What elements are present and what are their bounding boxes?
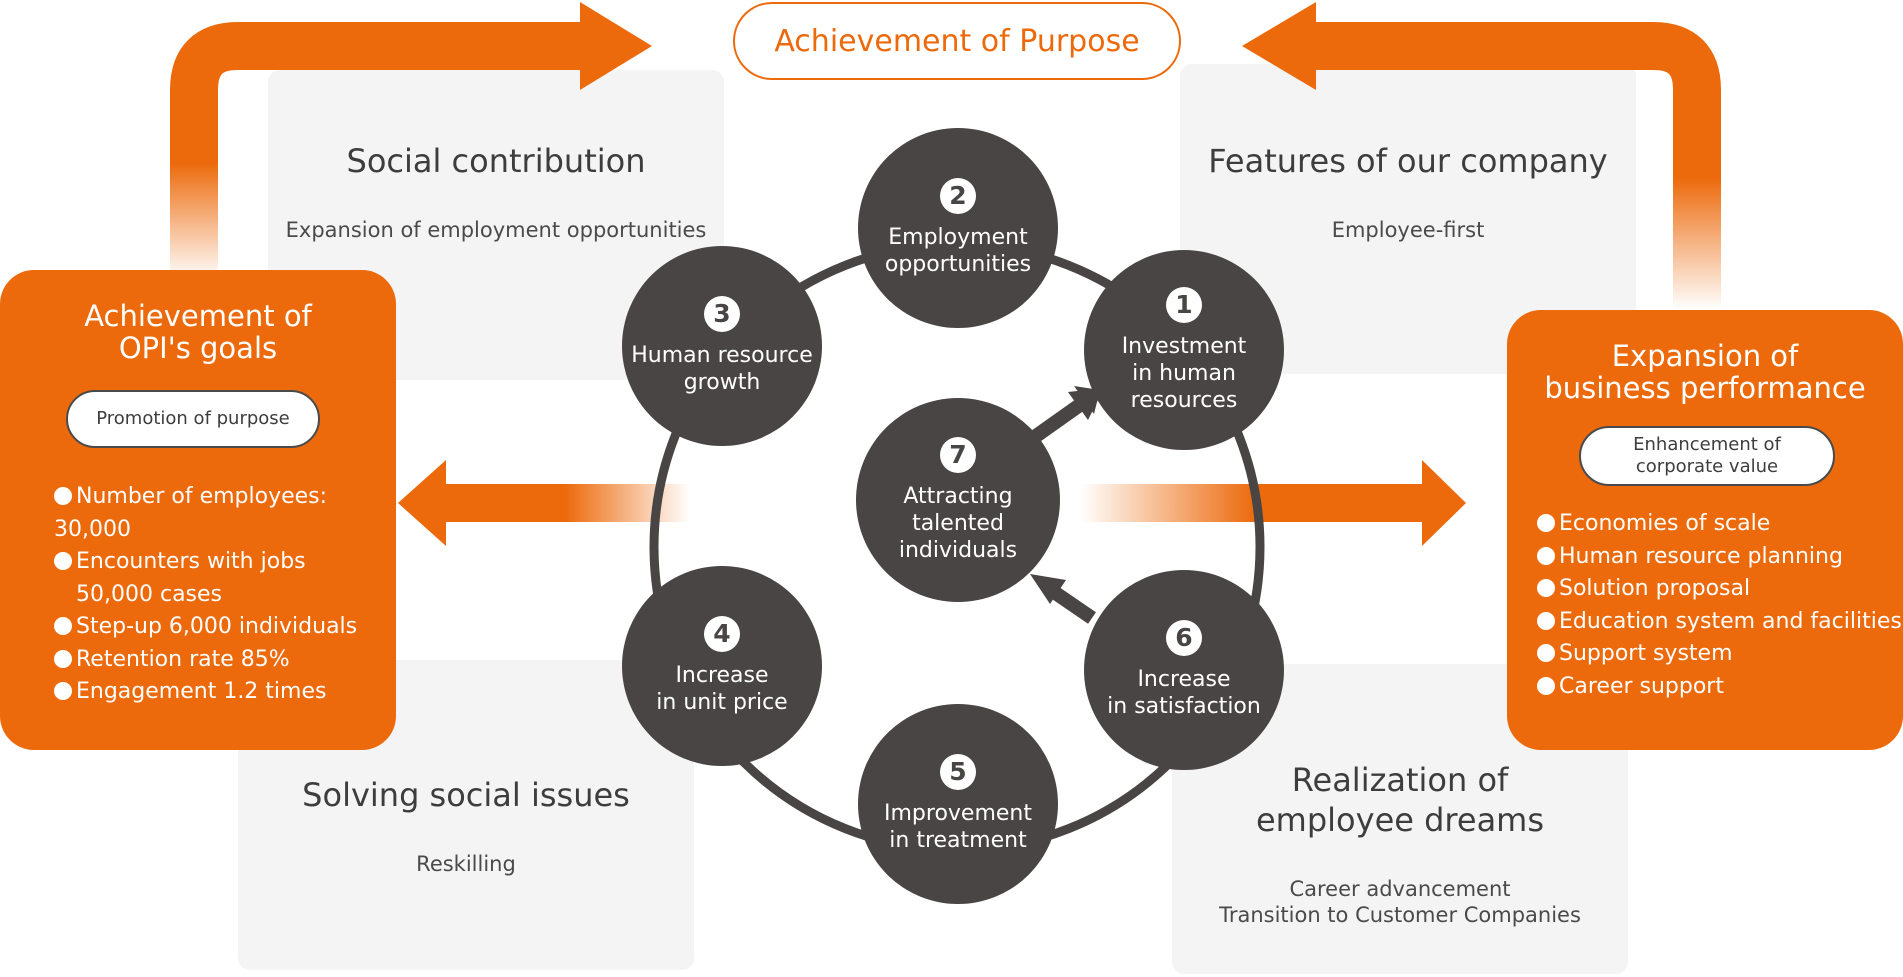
cycle-node-6: 6 Increase in satisfaction [1084, 570, 1284, 770]
social-issues-title: Solving social issues [302, 776, 630, 814]
node-label-1: Investment in human resources [1121, 333, 1247, 413]
right-panel-list: Economies of scale Human resource planni… [1537, 508, 1902, 703]
node-number-7: 7 [940, 436, 976, 473]
list-item: 50,000 cases [76, 581, 223, 607]
right-panel-pill: Enhancement of corporate value [1579, 426, 1835, 486]
cycle-node-1: 1 Investment in human resources [1084, 250, 1284, 450]
list-item: Number of employees: [54, 481, 357, 514]
arrow-middle-right-icon [1080, 460, 1466, 546]
left-panel-title: Achievement of OPI's goals [84, 299, 312, 365]
social-contribution-title: Social contribution [346, 142, 646, 180]
node-label-4: Increase in unit price [656, 663, 788, 715]
employee-dreams-subtitle: Career advancement Transition to Custome… [1219, 877, 1581, 927]
list-item: Encounters with jobs [54, 546, 357, 579]
social-contribution-subtitle: Expansion of employment opportunities [285, 218, 707, 242]
list-item: Career support [1537, 671, 1902, 704]
cycle-node-7: 7 Attracting talented individuals [856, 398, 1060, 602]
list-item: Support system [1537, 638, 1902, 671]
right-performance-panel: Expansion of business performance Enhanc… [1507, 310, 1903, 750]
list-item: 30,000 [54, 516, 131, 542]
bullet-icon [54, 649, 72, 668]
cycle-node-4: 4 Increase in unit price [622, 566, 822, 766]
company-features-title: Features of our company [1208, 142, 1608, 180]
right-panel-title: Expansion of business performance [1544, 339, 1866, 405]
node-number-2: 2 [940, 178, 976, 214]
cycle-node-2: 2 Employment opportunities [858, 128, 1058, 328]
node-label-2: Employment opportunities [884, 225, 1032, 277]
node-number-6: 6 [1166, 620, 1202, 656]
left-panel-list: Number of employees: 30,000 Encounters w… [54, 481, 357, 709]
bullet-icon [1537, 611, 1555, 630]
arrow-top-right-icon [1242, 2, 1721, 310]
social-issues-subtitle: Reskilling [416, 852, 516, 876]
bullet-icon [54, 682, 72, 700]
list-item: Retention rate 85% [54, 644, 357, 677]
left-panel-pill: Promotion of purpose [66, 390, 320, 448]
bullet-icon [54, 617, 72, 635]
bullet-icon [1537, 644, 1555, 662]
node-label-6: Increase in satisfaction [1107, 667, 1261, 719]
list-item: Engagement 1.2 times [54, 676, 357, 709]
bullet-icon [1537, 514, 1555, 532]
list-item: Economies of scale [1537, 508, 1902, 541]
node-number-1: 1 [1166, 286, 1202, 323]
list-item: Human resource planning [1537, 541, 1902, 574]
node-label-7: Attracting talented individuals [898, 483, 1018, 563]
achievement-of-purpose-pill: Achievement of Purpose [733, 2, 1181, 80]
arrow-from-satisfaction-icon [1030, 574, 1096, 624]
bullet-icon [1537, 579, 1555, 597]
bullet-icon [54, 552, 72, 570]
bullet-icon [1537, 546, 1555, 565]
left-goals-panel: Achievement of OPI's goals Promotion of … [0, 270, 396, 750]
node-label-5: Improvement in treatment [884, 801, 1032, 853]
bullet-icon [1537, 676, 1555, 695]
node-label-3: Human resource growth [631, 343, 813, 395]
cycle-node-3: 3 Human resource growth [622, 246, 822, 446]
list-item: Solution proposal [1537, 573, 1902, 606]
cycle-node-5: 5 Improvement in treatment [858, 704, 1058, 904]
arrow-top-left-icon [170, 2, 652, 280]
company-features-subtitle: Employee-first [1331, 218, 1485, 242]
bullet-icon [54, 487, 72, 505]
arrow-middle-left-icon [398, 460, 690, 546]
list-item: Education system and facilities [1537, 606, 1902, 639]
list-item: Step-up 6,000 individuals [54, 611, 357, 644]
node-number-3: 3 [704, 296, 740, 332]
purpose-label: Achievement of Purpose [774, 23, 1140, 59]
employee-dreams-title: Realization of employee dreams [1255, 761, 1545, 839]
node-number-5: 5 [940, 754, 976, 790]
node-number-4: 4 [704, 616, 740, 652]
